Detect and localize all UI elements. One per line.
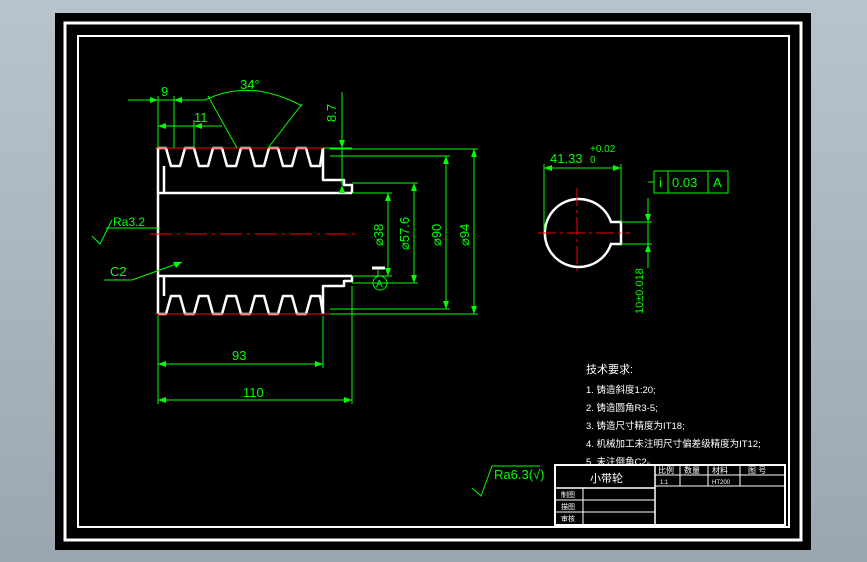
dim-keyway-depth: 41.33 xyxy=(550,151,583,166)
tolerance-value: 0.03 xyxy=(672,175,697,190)
dim-93: 93 xyxy=(232,348,246,363)
datum-label: A xyxy=(376,279,383,290)
tb-header-material: 材料 xyxy=(712,465,728,475)
title-block-frame xyxy=(554,464,786,526)
part-name: 小带轮 xyxy=(590,471,623,485)
arrow-d90-top xyxy=(443,156,449,164)
arrow-d57-bottom xyxy=(411,275,417,283)
tb-material-value: HT200 xyxy=(712,480,731,486)
dim-d94: ⌀94 xyxy=(457,224,472,246)
tech-item-5: 5. 未注倒角C2。 xyxy=(586,456,656,468)
arrow-110-right xyxy=(344,397,352,403)
tech-item-2: 2. 铸造圆角R3-5; xyxy=(586,402,658,414)
arrow-d38-bottom xyxy=(385,268,391,276)
dim-34deg: 34° xyxy=(240,77,260,92)
hub-step-bottom xyxy=(321,276,354,314)
title-block xyxy=(554,464,786,526)
chamfer-label: C2 xyxy=(110,264,127,279)
dim-d57-6: ⌀57.6 xyxy=(397,217,412,250)
tb-header-drawing-no: 图 号 xyxy=(748,466,766,475)
dim-8-7: 8.7 xyxy=(324,104,339,122)
datum-circle xyxy=(372,275,388,291)
section-dimension-text: 9 34° 8.7 11 93 110 ⌀38 ⌀57.6 ⌀90 ⌀94 Ra… xyxy=(110,77,472,400)
arrow-d57-top xyxy=(411,183,417,191)
arrow-d94-bottom xyxy=(471,306,477,314)
tolerance-frame xyxy=(653,170,729,194)
arrow-d38-top xyxy=(385,193,391,201)
arrow-110-left xyxy=(158,397,166,403)
tb-header-scale: 比例 xyxy=(658,465,674,475)
general-roughness: Ra6.3(√) xyxy=(471,465,544,497)
bore-keyway-outline xyxy=(543,197,623,269)
arrow-11-right xyxy=(194,123,202,129)
tb-row-review: 审核 xyxy=(561,514,575,523)
arrow-41-right xyxy=(613,165,621,171)
arrow-d90-bottom xyxy=(443,301,449,309)
dim-keyway-tol: +0.02 xyxy=(590,144,616,155)
ext-line-34-left xyxy=(207,95,238,149)
tech-item-3: 3. 铸造尺寸精度为IT18; xyxy=(586,420,685,432)
arrow-9-left xyxy=(150,97,158,103)
ra-general-label: Ra6.3(√) xyxy=(494,467,544,482)
groove-profile-top xyxy=(156,146,325,168)
section-view xyxy=(156,146,385,316)
arrow-8-7-bottom xyxy=(339,185,345,193)
dim-11: 11 xyxy=(194,110,208,125)
arrow-d94-top xyxy=(471,149,477,157)
dim-d38: ⌀38 xyxy=(371,224,386,246)
tech-item-4: 4. 机械加工未注明尺寸偏差级精度为IT12; xyxy=(586,438,761,450)
arrow-41-left xyxy=(544,165,552,171)
arrow-8-7-top xyxy=(339,140,345,148)
arc-34deg xyxy=(204,89,303,107)
hub-step-top xyxy=(321,148,354,193)
arrow-11-left xyxy=(158,123,166,129)
ext-line-34-right xyxy=(267,103,303,149)
dim-9: 9 xyxy=(161,84,168,99)
outer-frame xyxy=(63,21,803,542)
section-arrowheads xyxy=(150,97,477,403)
tb-row-design: 制图 xyxy=(561,490,575,499)
tb-row-check: 描图 xyxy=(561,502,575,511)
tb-scale-value: 1:1 xyxy=(660,480,669,486)
arrow-10-bottom xyxy=(645,244,651,252)
roughness-mark-general xyxy=(471,465,540,497)
ra-bore-label: Ra3.2 xyxy=(113,215,145,229)
arrow-93-right xyxy=(315,361,323,367)
tb-header-qty: 数量 xyxy=(684,465,700,475)
tech-title: 技术要求: xyxy=(586,363,633,376)
leader-c2-diag xyxy=(131,261,183,281)
arrow-93-left xyxy=(158,361,166,367)
title-block-text: 小带轮 比例 数量 材料 图 号 1:1 HT200 制图 描图 审核 xyxy=(561,465,766,523)
arrow-9-right xyxy=(174,97,182,103)
tech-item-1: 1. 铸造斜度1:20; xyxy=(586,384,656,396)
arrow-c2 xyxy=(173,262,182,268)
inner-frame xyxy=(77,35,790,528)
section-dimensions xyxy=(91,89,478,404)
tolerance-symbol: i xyxy=(659,175,662,190)
dim-keyway-tol-lower: 0 xyxy=(590,155,596,166)
tolerance-datum: A xyxy=(713,175,722,190)
end-view: 41.33 +0.02 0 10±0.018 i 0.03 A xyxy=(538,144,729,314)
dim-d90: ⌀90 xyxy=(429,224,444,246)
arrow-10-top xyxy=(645,214,651,222)
dim-110: 110 xyxy=(243,385,264,400)
dim-keyway-width: 10±0.018 xyxy=(634,268,646,314)
roughness-mark-bore xyxy=(91,219,113,245)
